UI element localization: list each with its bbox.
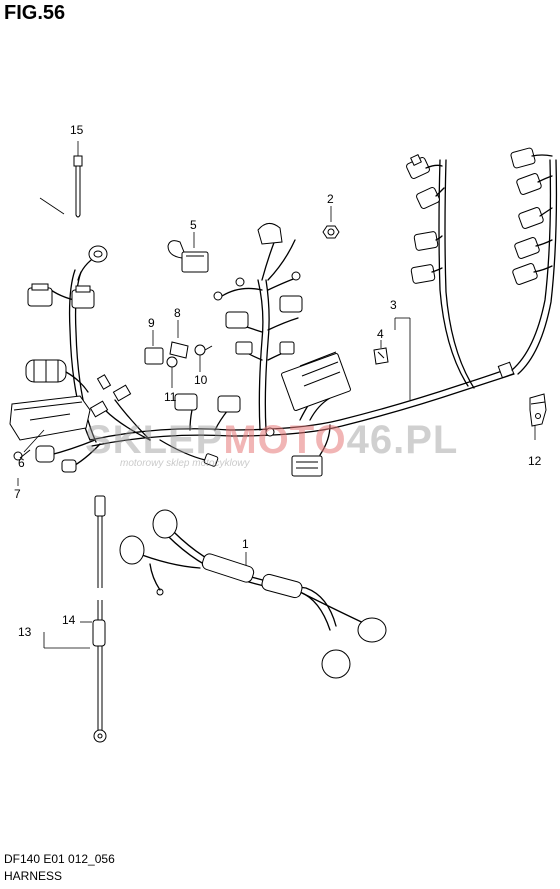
watermark-logo: SKLEPMOTO46.PL <box>85 418 459 462</box>
cable-tie-part-15[interactable] <box>39 141 83 218</box>
left-connectors[interactable] <box>27 245 108 309</box>
callout-10[interactable]: 10 <box>194 373 208 387</box>
callout-14[interactable]: 14 <box>62 613 76 627</box>
callout-5[interactable]: 5 <box>190 218 197 232</box>
figure-code: DF140 E01 012_056 <box>4 852 115 866</box>
module-part-6[interactable] <box>9 359 91 453</box>
callout-13[interactable]: 13 <box>18 625 32 639</box>
callout-7[interactable]: 7 <box>14 487 21 501</box>
fuse-part-4[interactable] <box>373 347 389 365</box>
callout-lines-3-4 <box>380 317 411 400</box>
sub-harness-part-1[interactable] <box>119 509 387 679</box>
ground-lead-parts-13-14[interactable] <box>43 495 107 743</box>
callout-15[interactable]: 15 <box>70 123 84 137</box>
figure-title: FIG.56 <box>4 2 66 24</box>
figure-name: HARNESS <box>4 869 63 883</box>
callout-8[interactable]: 8 <box>174 306 181 320</box>
screw-part-7[interactable] <box>13 449 31 486</box>
callout-11[interactable]: 11 <box>164 390 177 404</box>
callout-6[interactable]: 6 <box>18 456 25 470</box>
callout-3[interactable]: 3 <box>390 298 397 312</box>
bracket-part-12[interactable] <box>529 393 547 440</box>
callout-9[interactable]: 9 <box>148 316 155 330</box>
small-parts-8-11[interactable] <box>144 320 213 388</box>
watermark-tagline: motorowy sklep motocyklowy <box>120 458 250 469</box>
callout-12[interactable]: 12 <box>528 454 542 468</box>
center-connectors[interactable] <box>174 223 351 477</box>
callout-2[interactable]: 2 <box>327 192 334 206</box>
callout-1[interactable]: 1 <box>242 537 249 551</box>
nut-part-2[interactable] <box>322 206 340 239</box>
relay-part-5[interactable] <box>167 232 209 273</box>
upper-connectors[interactable] <box>406 147 553 285</box>
callout-4[interactable]: 4 <box>377 327 384 341</box>
lower-left-connectors[interactable] <box>35 374 219 473</box>
